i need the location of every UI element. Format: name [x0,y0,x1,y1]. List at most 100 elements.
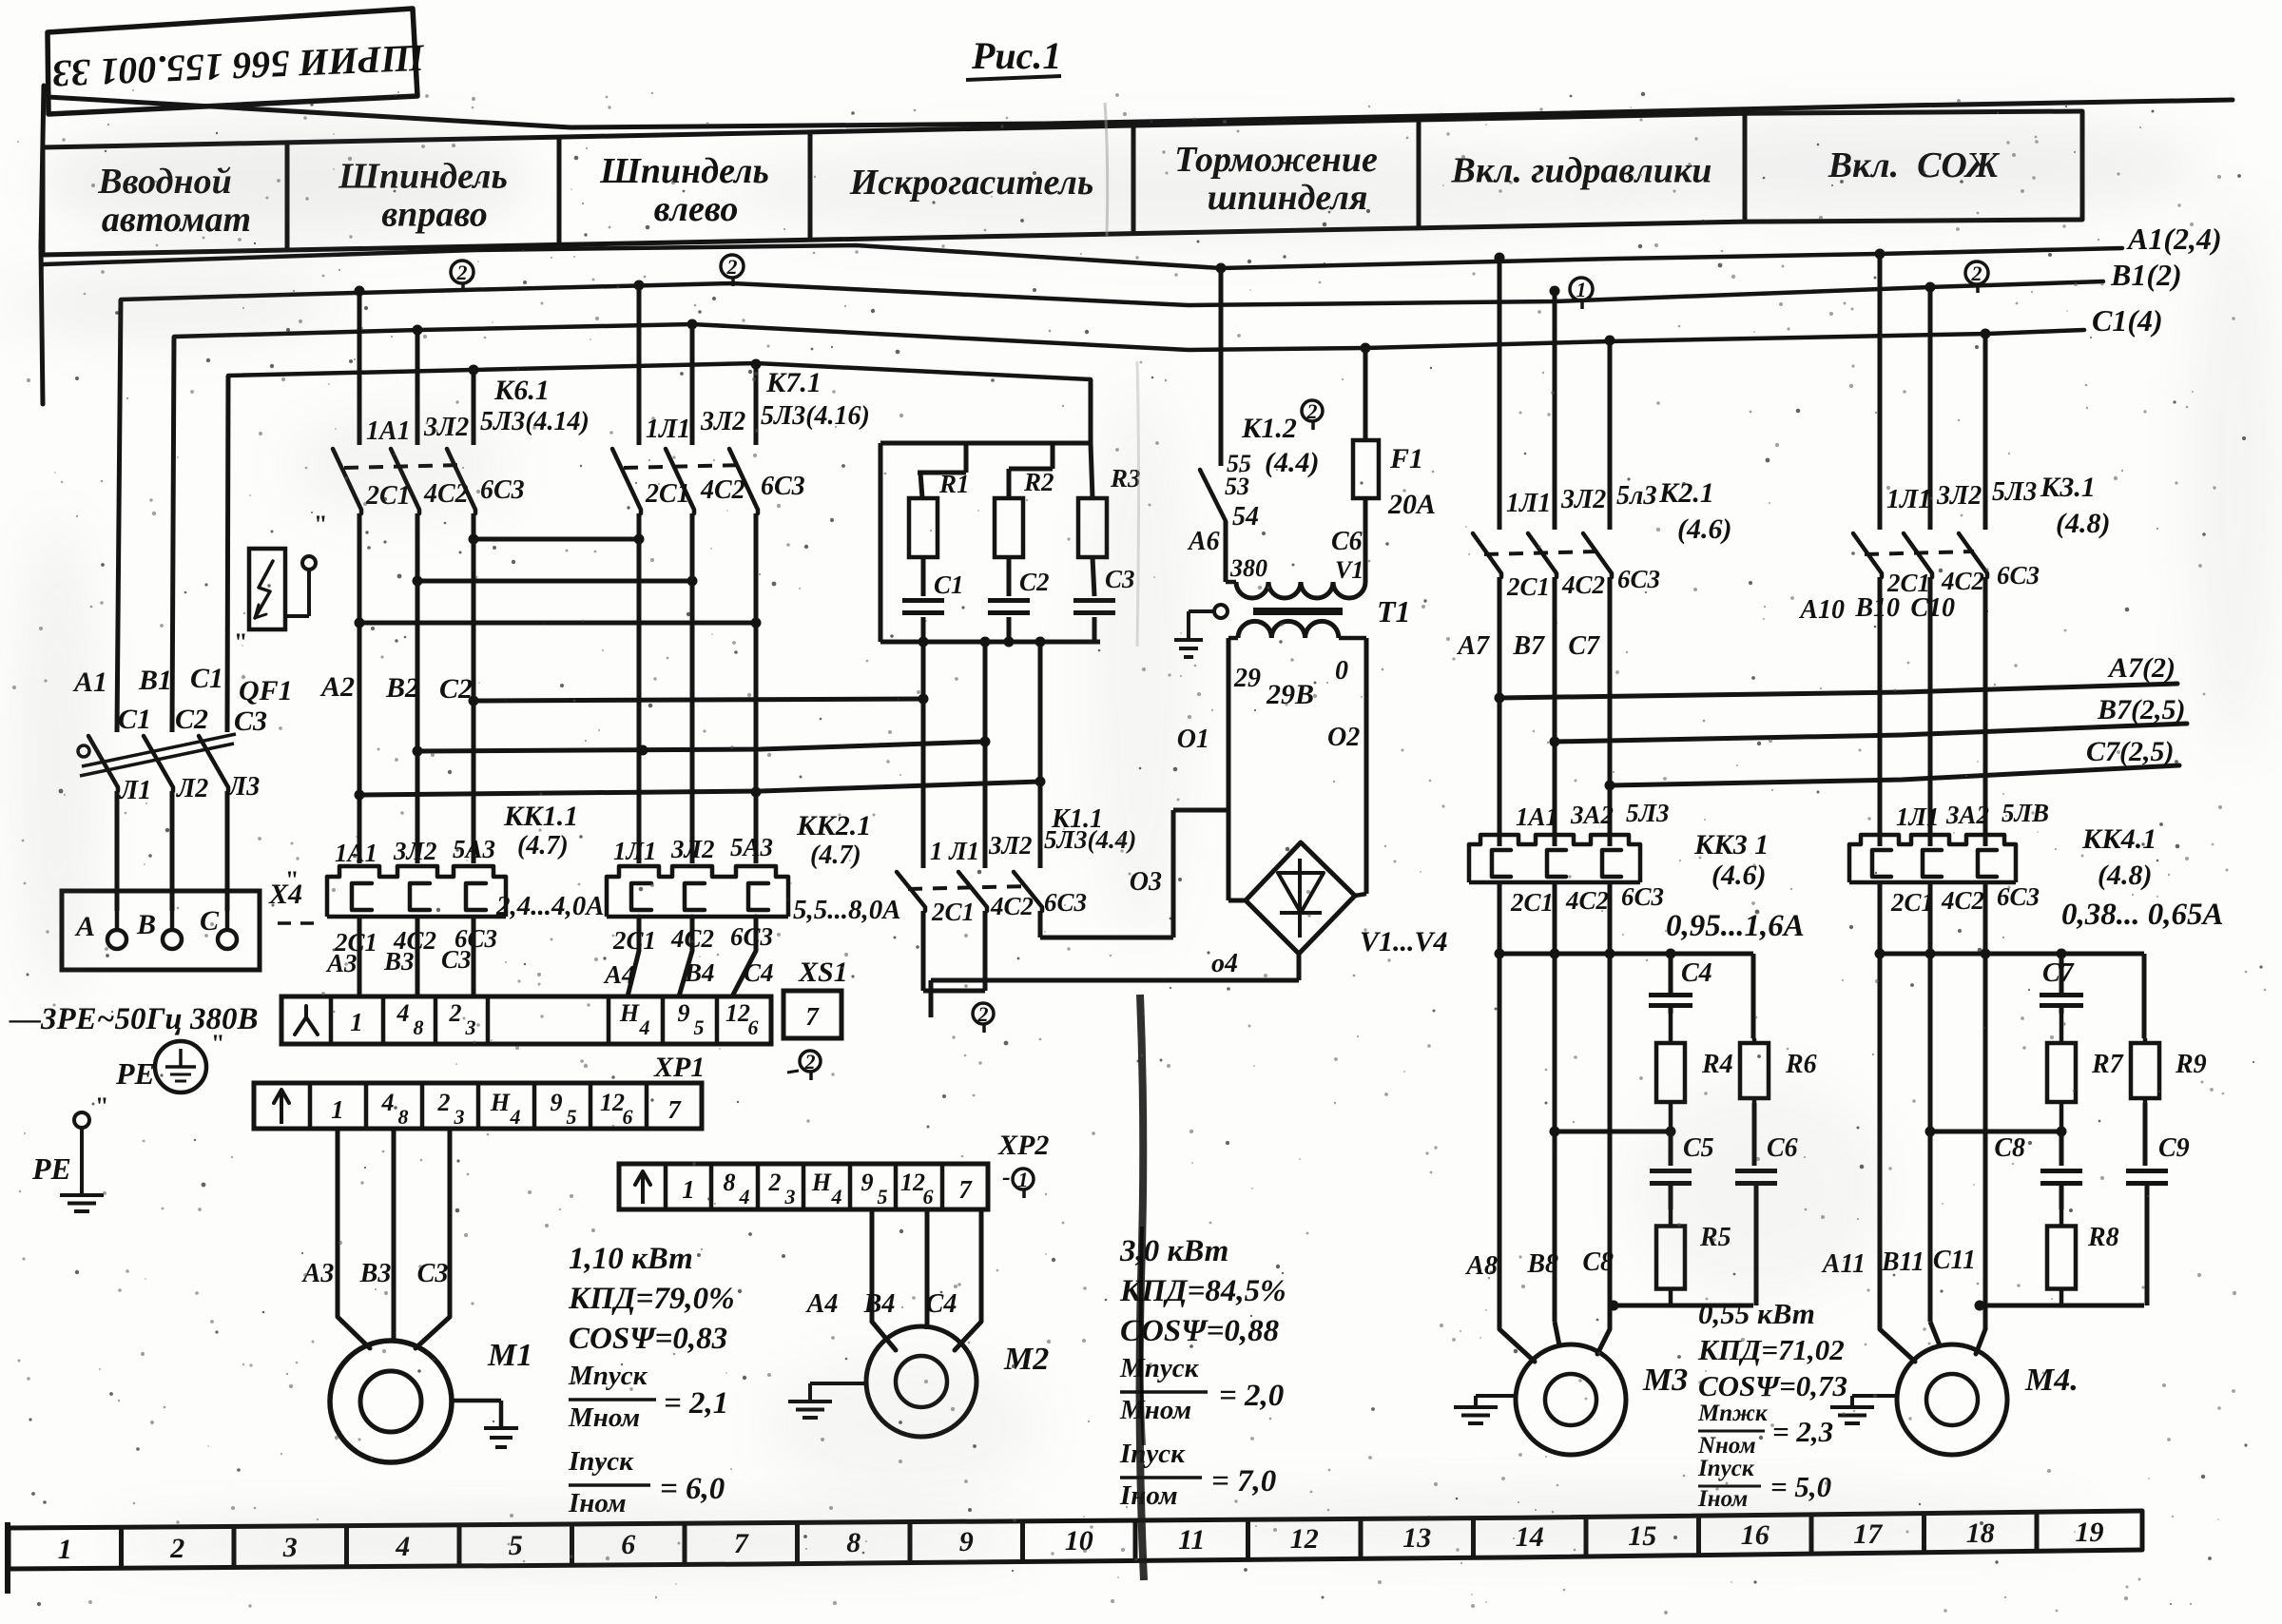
svg-text:Л3: Л3 [227,772,260,802]
svg-text:12: 12 [600,1089,625,1116]
svg-text:3Л2: 3Л2 [670,835,715,863]
svg-text:29В: 29В [1266,679,1314,710]
svg-text:": " [285,866,299,894]
svg-text:9: 9 [551,1089,563,1116]
svg-text:С9: С9 [2158,1133,2190,1163]
svg-text:5Л3: 5Л3 [1992,477,2037,507]
svg-text:2: 2 [977,1002,989,1026]
svg-text:R6: R6 [1785,1050,1817,1079]
svg-text:1Л1: 1Л1 [613,837,657,865]
svg-text:3Л2: 3Л2 [1936,481,1982,511]
svg-text:С4: С4 [926,1289,957,1319]
svg-text:В3: В3 [359,1259,392,1288]
svg-text:6С3: 6С3 [1044,888,1087,917]
svg-text:2С1: 2С1 [1886,569,1930,597]
svg-text:В: В [136,909,156,940]
svg-text:2С1: 2С1 [645,479,690,509]
svg-text:К6.1: К6.1 [493,375,550,406]
svg-text:6С3: 6С3 [1617,565,1660,593]
svg-text:3: 3 [784,1185,796,1208]
svg-text:К3.1: К3.1 [2040,472,2096,503]
svg-text:5: 5 [694,1015,705,1039]
svg-text:ХР1: ХР1 [653,1052,705,1083]
svg-text:2: 2 [804,1050,816,1073]
svg-text:В1: В1 [138,665,172,696]
svg-text:6С3: 6С3 [730,922,773,951]
svg-text:6С3: 6С3 [1997,882,2040,911]
svg-text:В7: В7 [1512,631,1545,661]
svg-text:(4.7): (4.7) [517,831,569,860]
svg-text:КК1.1: КК1.1 [503,801,578,832]
svg-text:3: 3 [454,1105,465,1129]
svg-text:Рис.1: Рис.1 [971,34,1061,77]
svg-text:53: 53 [1225,473,1249,500]
svg-text:20А: 20А [1387,489,1436,520]
svg-text:С1: С1 [118,704,151,735]
svg-text:В8: В8 [1526,1249,1558,1279]
svg-text:С2: С2 [1019,568,1050,596]
svg-text:6С3: 6С3 [1621,882,1664,911]
svg-text:1Л1: 1Л1 [1886,485,1931,514]
svg-text:5А3: 5А3 [453,835,495,863]
svg-text:5Л3(4.16): 5Л3(4.16) [761,401,870,431]
svg-text:4: 4 [831,1185,842,1208]
svg-text:—3РЕ~50Гц 380В: —3РЕ~50Гц 380В [9,1002,259,1036]
svg-text:С7: С7 [2042,958,2075,988]
svg-text:В11: В11 [1881,1247,1924,1277]
svg-text:1: 1 [682,1175,695,1204]
svg-text:8: 8 [724,1169,736,1196]
svg-text:1: 1 [1018,1168,1029,1191]
svg-text:4С2: 4С2 [1941,567,1984,595]
svg-text:С7(2,5): С7(2,5) [2086,736,2175,767]
svg-text:КПД=84,5%: КПД=84,5% [1119,1274,1286,1308]
svg-text:3Л2: 3Л2 [700,407,745,436]
svg-text:2,4...4,0А: 2,4...4,0А [495,891,605,921]
svg-text:С1(4): С1(4) [2092,303,2163,338]
svg-text:Л1: Л1 [119,776,151,805]
svg-text:3Л2: 3Л2 [1560,485,1606,514]
svg-text:54: 54 [1232,502,1259,532]
svg-text:2: 2 [1306,399,1318,423]
svg-text:4С2: 4С2 [1941,886,1984,915]
svg-text:Іпуск: Іпуск [1697,1456,1755,1481]
svg-text:4С2: 4С2 [990,892,1034,920]
svg-text:РЕ: РЕ [31,1151,71,1186]
svg-text:С4: С4 [744,958,774,987]
svg-text:5лЗ: 5лЗ [1616,481,1657,511]
svg-text:COSΨ=0,73: COSΨ=0,73 [1698,1369,1847,1402]
svg-text:С2: С2 [175,704,208,735]
svg-text:6: 6 [923,1185,934,1208]
svg-text:С2: С2 [439,673,473,705]
svg-text:М4.: М4. [2024,1363,2079,1398]
svg-text:9: 9 [678,999,690,1027]
svg-text:КПД=79,0%: КПД=79,0% [568,1282,735,1316]
svg-text:= 2,0: = 2,0 [1219,1379,1284,1413]
svg-text:Іном: Іном [1119,1480,1178,1511]
svg-text:А10: А10 [1798,595,1845,625]
svg-text:1: 1 [350,1008,363,1036]
svg-text:6С3: 6С3 [1997,561,2040,590]
svg-text:": " [211,1030,224,1057]
svg-text:А7(2): А7(2) [2107,652,2176,684]
svg-text:Мпуск: Мпуск [568,1361,648,1391]
svg-text:3,0 кВт: 3,0 кВт [1119,1234,1228,1268]
svg-text:Н: Н [490,1089,511,1116]
svg-text:А4: А4 [603,960,635,989]
svg-text:КК3 1: КК3 1 [1693,829,1769,860]
svg-text:Мном: Мном [568,1402,640,1433]
svg-text:1А1: 1А1 [335,839,377,867]
svg-text:2С1: 2С1 [1510,888,1554,917]
svg-text:С10: С10 [1910,593,1955,623]
svg-text:8: 8 [414,1015,424,1039]
svg-text:С1: С1 [934,570,964,599]
svg-text:1: 1 [1576,278,1587,301]
svg-text:А2: А2 [319,671,355,703]
svg-text:ХР2: ХР2 [997,1130,1049,1161]
svg-text:К2.1: К2.1 [1658,477,1714,509]
svg-text:1Л1: 1Л1 [1506,489,1551,518]
svg-text:А3: А3 [325,949,358,977]
svg-text:8: 8 [398,1105,409,1129]
svg-text:-: - [1002,1163,1011,1190]
svg-text:380: 380 [1229,554,1267,582]
svg-text:4С2: 4С2 [1561,570,1605,599]
